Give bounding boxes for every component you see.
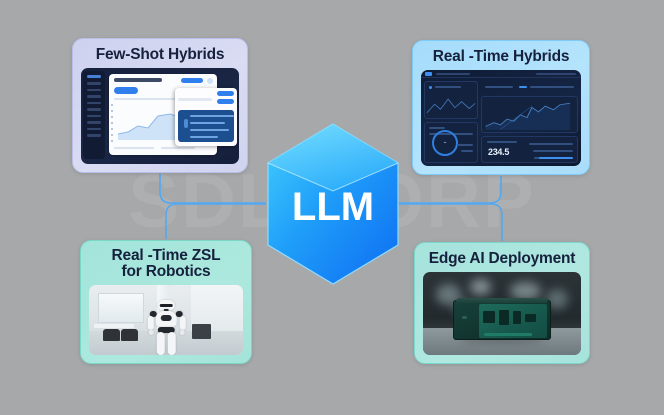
llm-hub[interactable]: LLM: [264, 121, 402, 287]
mini-line-chart: [426, 97, 476, 113]
dashboard-topbar: [421, 70, 581, 78]
dashboard-sidebar: [83, 71, 105, 160]
avatar: [207, 77, 213, 84]
robot-figure: [143, 300, 189, 355]
card-real-time[interactable]: Real -Time Hybrids: [412, 40, 590, 175]
card-zsl-robotics-media: [89, 285, 243, 355]
card-zsl-robotics-title: Real -Time ZSL for Robotics: [111, 247, 221, 280]
dashboard-modal: [175, 88, 237, 146]
card-edge-ai[interactable]: Edge AI Deployment: [414, 242, 590, 364]
edge-device-photo: [423, 272, 581, 355]
card-zsl-robotics[interactable]: Real -Time ZSL for Robotics: [80, 240, 252, 364]
card-edge-ai-title: Edge AI Deployment: [428, 250, 576, 267]
card-edge-ai-media: [423, 272, 581, 355]
llm-hub-label: LLM: [292, 185, 374, 229]
main-line-chart: [485, 102, 571, 131]
card-real-time-title: Real -Time Hybrids: [432, 48, 570, 65]
metric-value: 234.5: [488, 147, 510, 157]
card-few-shot-media: [81, 68, 239, 164]
humanoid-robot-photo: [89, 285, 243, 355]
card-real-time-media: ⌁: [421, 70, 581, 166]
card-few-shot[interactable]: Few-Shot Hybrids: [72, 38, 248, 173]
card-few-shot-title: Few-Shot Hybrids: [95, 46, 225, 63]
gauge-ring: ⌁: [432, 130, 458, 156]
